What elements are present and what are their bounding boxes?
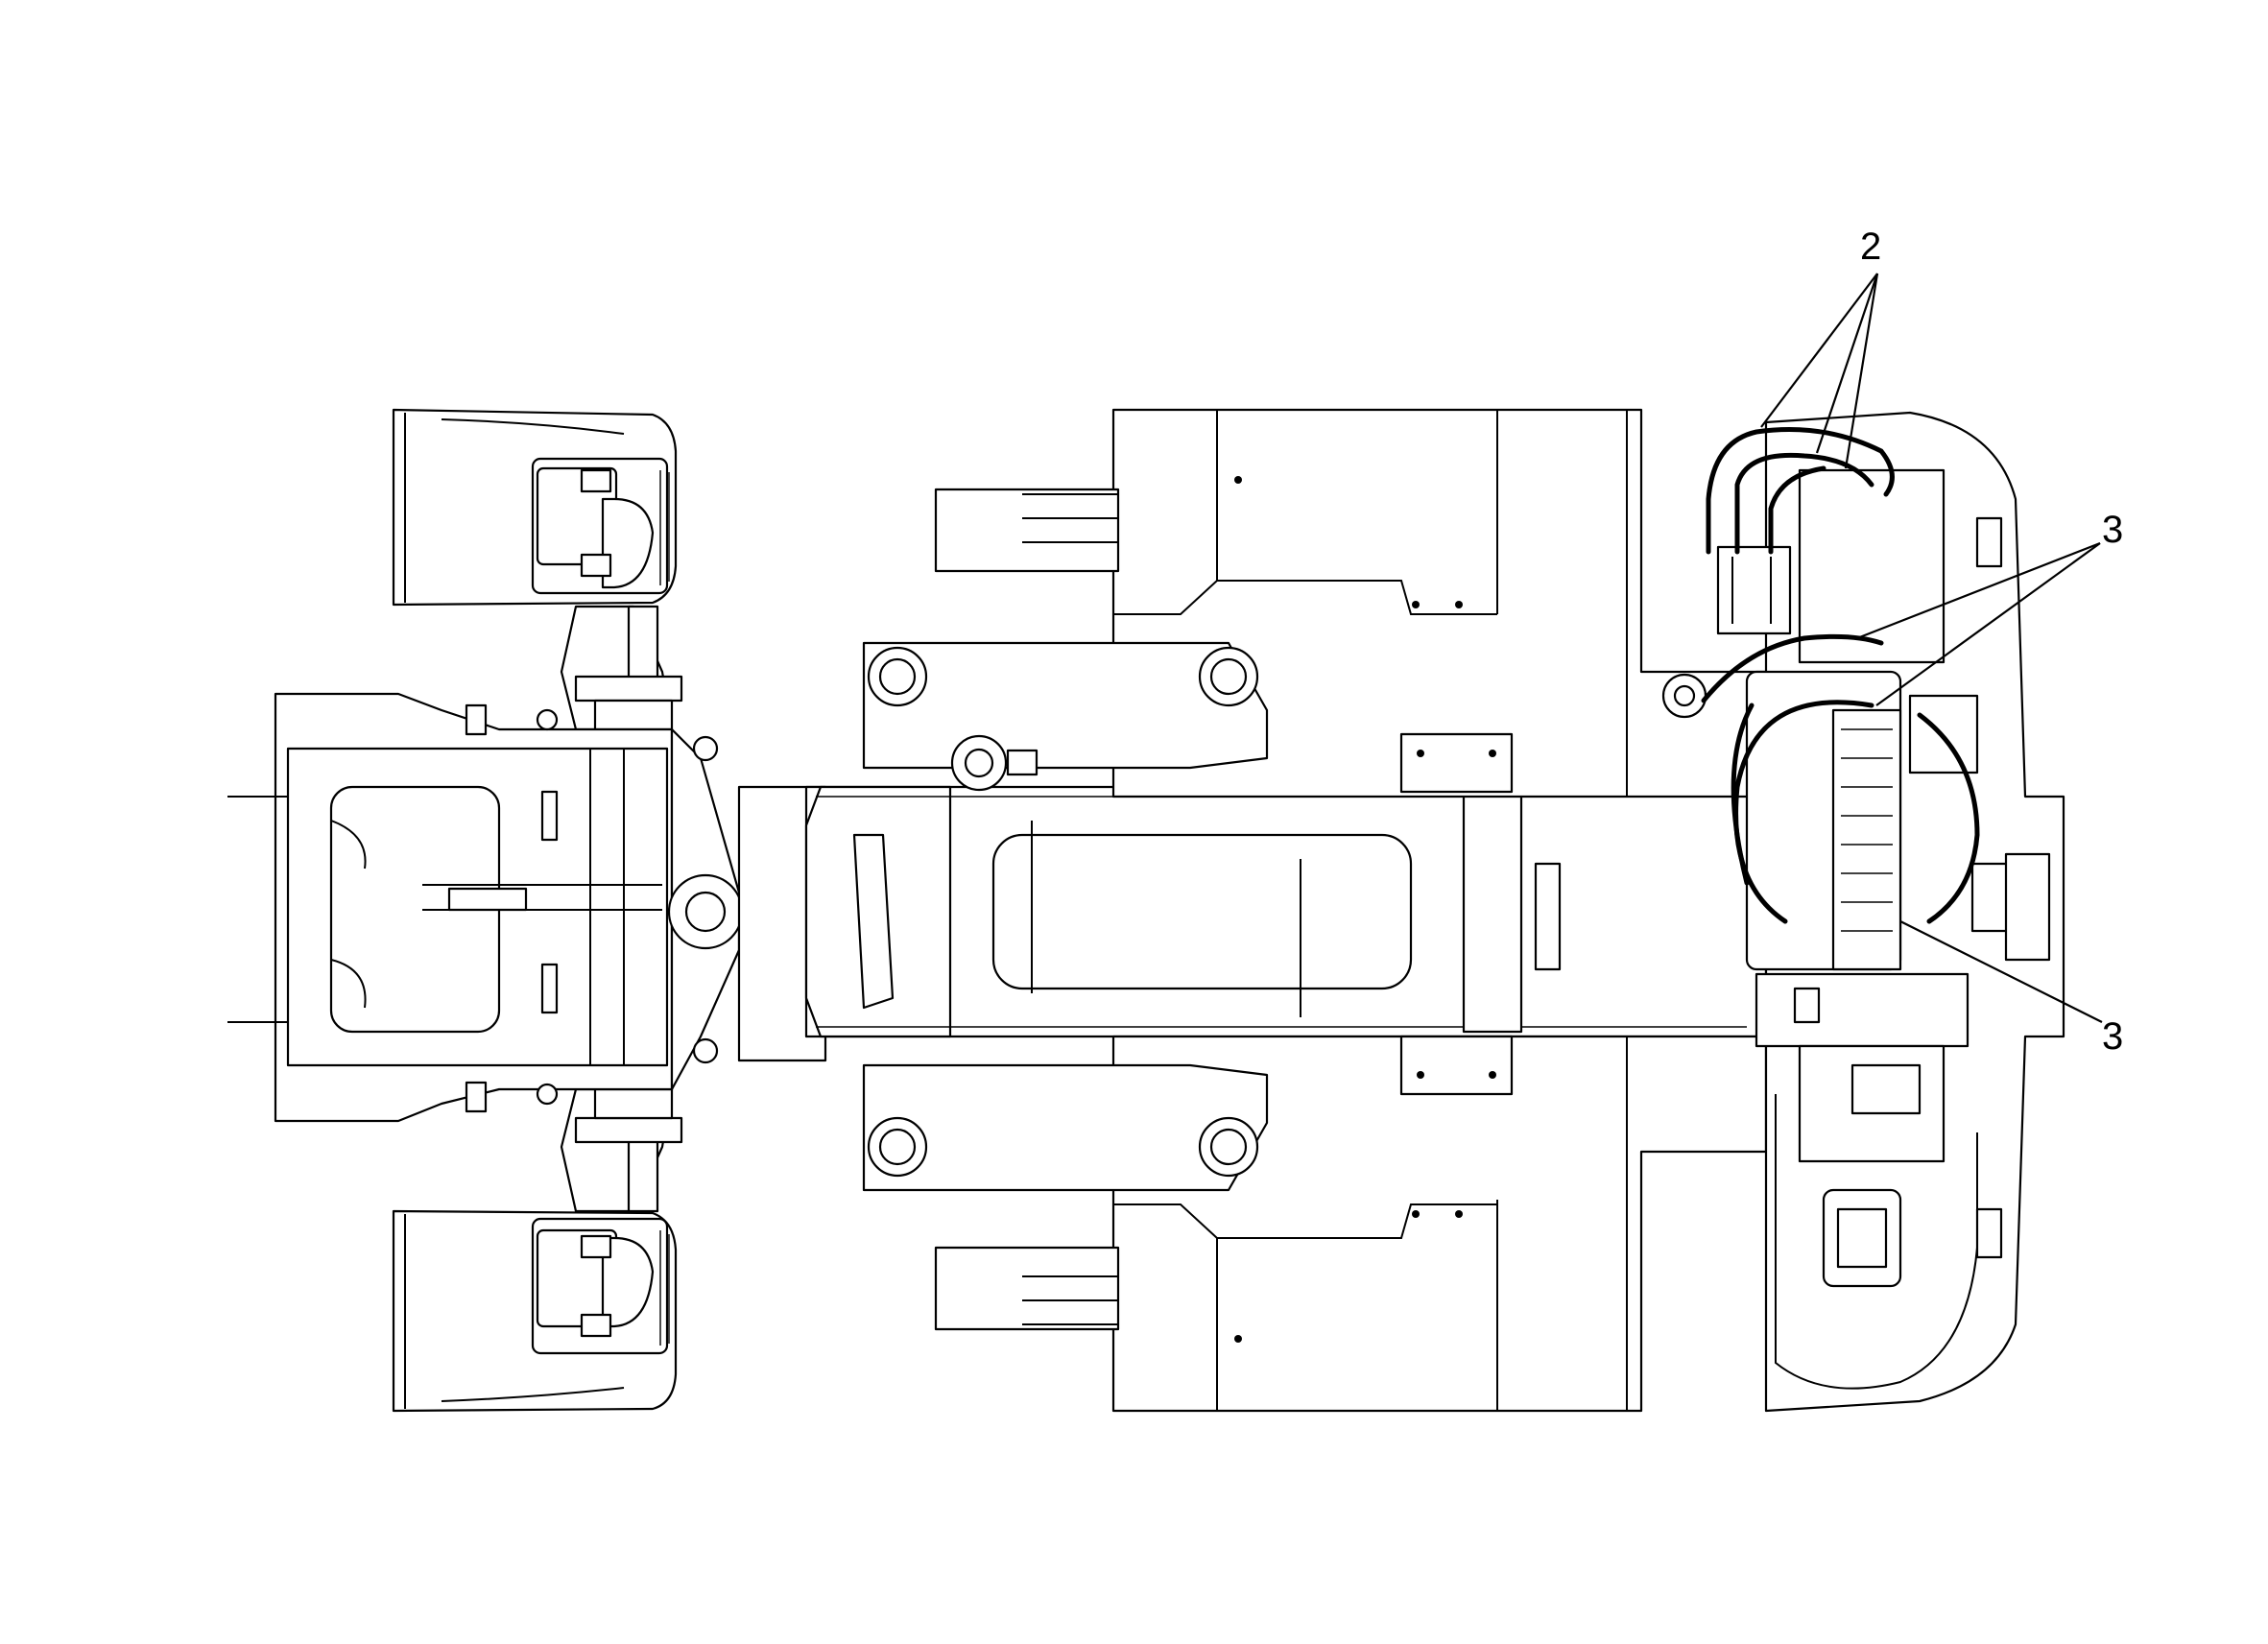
front-wheel-bottom — [392, 1209, 678, 1413]
articulation-joint — [667, 727, 827, 1091]
rear-track-lower — [862, 1063, 1269, 1192]
front-wheel-top — [392, 408, 678, 607]
callout-label-3-lower: 3 — [2102, 1015, 2123, 1058]
callout-label-2: 2 — [1860, 226, 1881, 268]
main-frame — [804, 785, 1768, 1038]
hose-group-2 — [1706, 427, 1895, 555]
radiator-fins — [1841, 728, 1893, 932]
rear-track-upper — [862, 641, 1269, 792]
rear-body-upper — [934, 408, 1768, 798]
engine-compartment — [1661, 411, 2065, 1413]
callout-leaders — [1760, 273, 2103, 1023]
callout-label-3-upper: 3 — [2102, 509, 2123, 551]
tank-brackets — [1399, 732, 1514, 1096]
front-loader-frame — [227, 692, 674, 1123]
front-axle-shafts — [560, 605, 683, 1213]
